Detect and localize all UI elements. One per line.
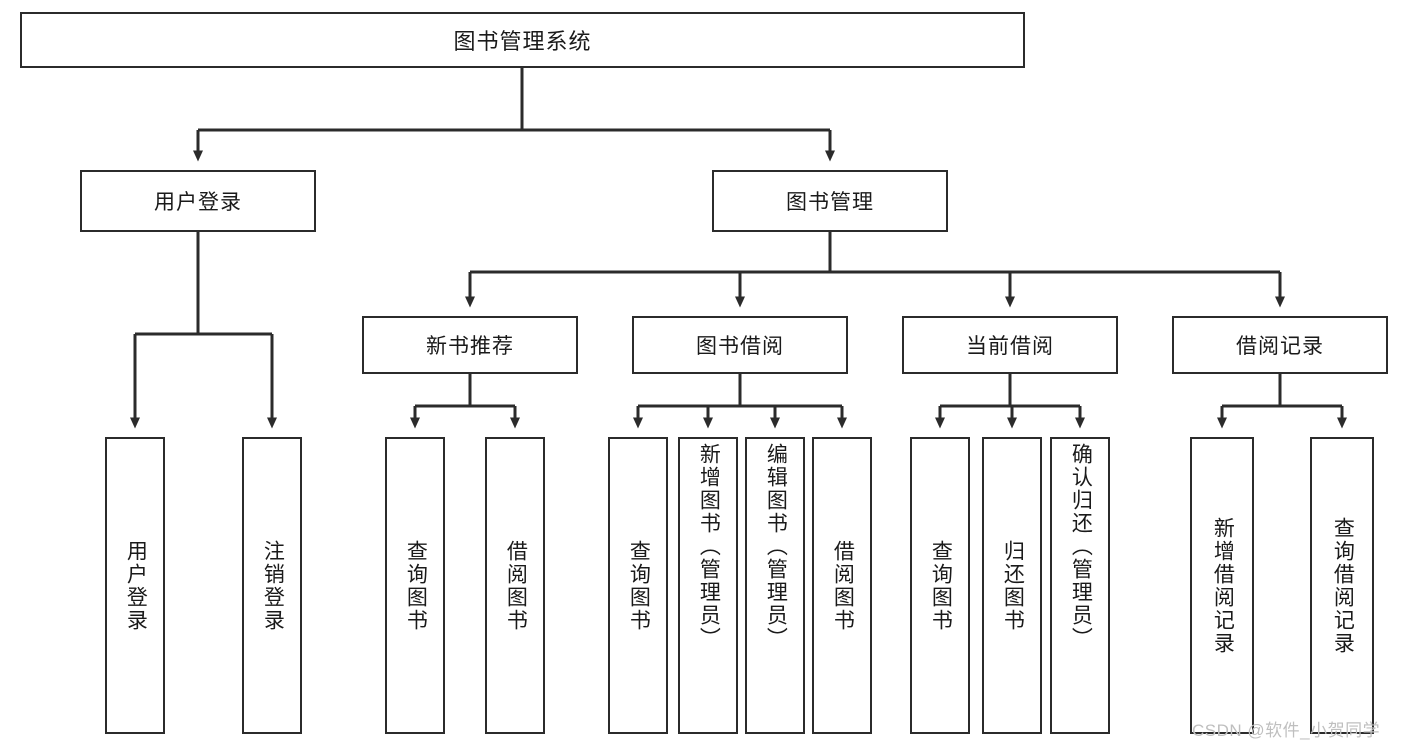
leaf-node-6: 编辑图书（管理员） (745, 437, 805, 734)
leaf-node-label: 查询图书 (929, 539, 953, 632)
leaf-node-label: 借阅图书 (831, 539, 855, 632)
leaf-node-7: 借阅图书 (812, 437, 872, 734)
level1-node-label: 用户登录 (154, 191, 242, 214)
leaf-node-label: 新增图书（管理员） (697, 443, 721, 650)
leaf-node-4: 查询图书 (608, 437, 668, 734)
leaf-node-label: 借阅图书 (504, 539, 528, 632)
leaf-node-8: 查询图书 (910, 437, 970, 734)
level1-node-label: 图书管理 (786, 191, 874, 214)
leaf-node-label: 查询借阅记录 (1331, 516, 1355, 655)
leaf-node-12: 查询借阅记录 (1310, 437, 1374, 734)
level2-node-label: 当前借阅 (966, 335, 1054, 358)
leaf-node-label: 归还图书 (1001, 539, 1025, 632)
level2-node-3: 借阅记录 (1172, 316, 1388, 374)
level2-node-label: 图书借阅 (696, 335, 784, 358)
root-node-title: 图书管理系统 (20, 12, 1025, 68)
level1-node-0: 用户登录 (80, 170, 316, 232)
leaf-node-5: 新增图书（管理员） (678, 437, 738, 734)
leaf-node-label: 用户登录 (124, 539, 148, 632)
leaf-node-label: 编辑图书（管理员） (764, 443, 788, 650)
level2-node-1: 图书借阅 (632, 316, 848, 374)
leaf-node-label: 新增借阅记录 (1211, 516, 1235, 655)
root-node-label: 图书管理系统 (453, 29, 592, 54)
leaf-node-11: 新增借阅记录 (1190, 437, 1254, 734)
leaf-node-label: 注销登录 (261, 539, 285, 632)
leaf-node-label: 查询图书 (627, 539, 651, 632)
leaf-node-9: 归还图书 (982, 437, 1042, 734)
level2-node-0: 新书推荐 (362, 316, 578, 374)
level2-node-label: 新书推荐 (426, 335, 514, 358)
level1-node-1: 图书管理 (712, 170, 948, 232)
leaf-node-10: 确认归还（管理员） (1050, 437, 1110, 734)
leaf-node-3: 借阅图书 (485, 437, 545, 734)
watermark: CSDN @软件_小贺同学 (1192, 721, 1381, 740)
leaf-node-label: 确认归还（管理员） (1069, 443, 1093, 650)
leaf-node-label: 查询图书 (404, 539, 428, 632)
leaf-node-0: 用户登录 (105, 437, 165, 734)
level2-node-label: 借阅记录 (1236, 335, 1324, 358)
leaf-node-1: 注销登录 (242, 437, 302, 734)
level2-node-2: 当前借阅 (902, 316, 1118, 374)
leaf-node-2: 查询图书 (385, 437, 445, 734)
